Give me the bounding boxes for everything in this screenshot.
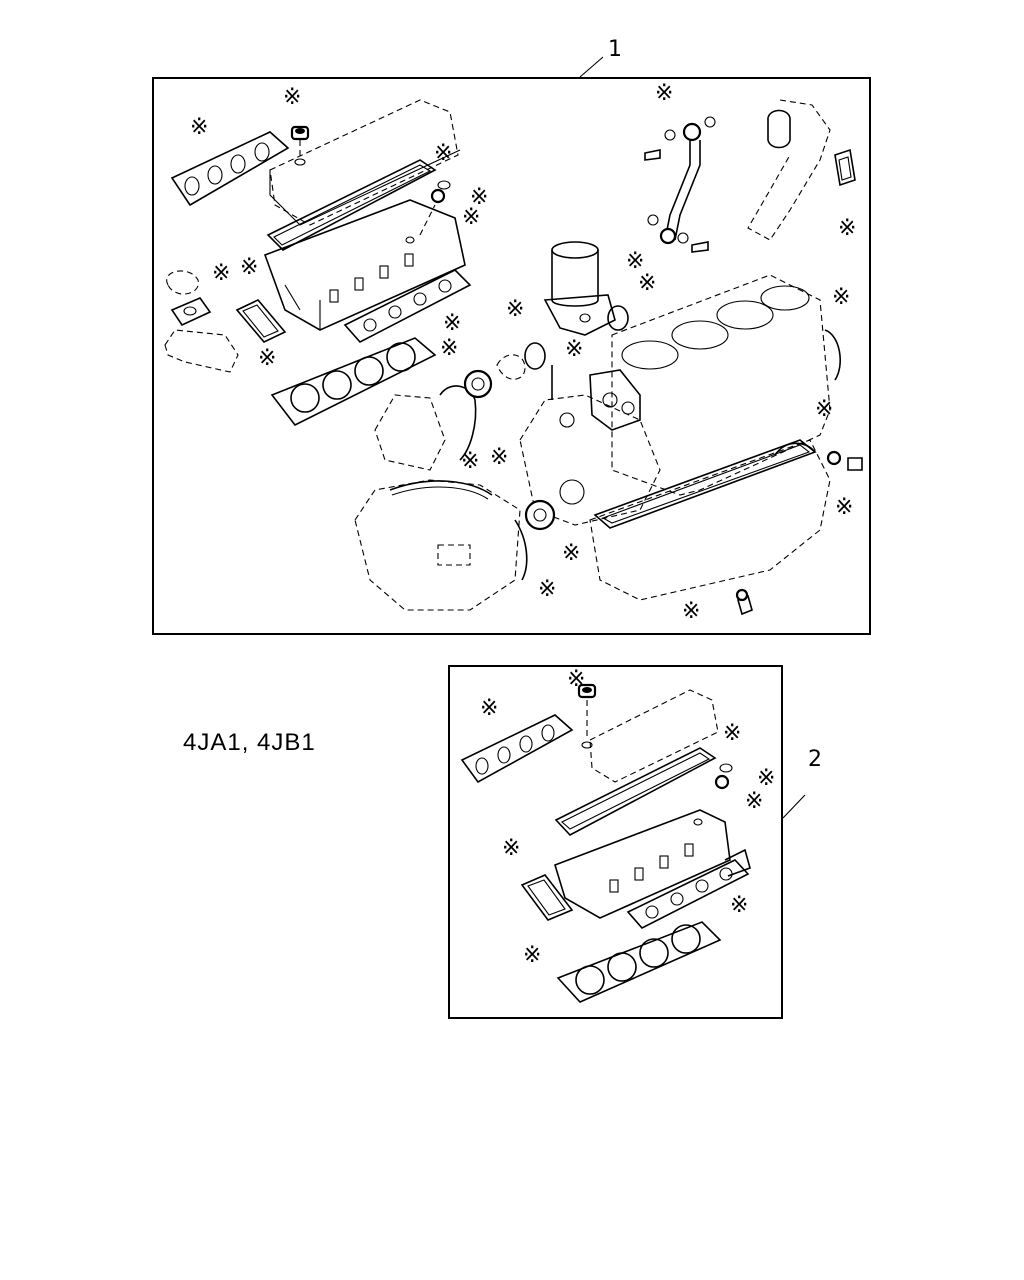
asterisk-mark: ※	[440, 336, 458, 361]
asterisk-mark: ※	[567, 667, 585, 692]
callout-1: 1	[608, 37, 622, 62]
asterisk-mark: ※	[682, 599, 700, 624]
cylinder-block	[611, 274, 841, 496]
rocker-cover-gasket-kit-2	[554, 747, 717, 836]
kit-1-frame: 1	[152, 37, 871, 635]
asterisk-mark: ※	[212, 261, 230, 286]
cylinder-head-kit-2	[554, 809, 751, 919]
asterisk-mark: ※	[523, 943, 541, 968]
asterisk-mark: ※	[462, 205, 480, 230]
rocker-cover-kit-2	[577, 683, 719, 783]
intake-manifold-gasket	[343, 269, 472, 343]
asterisk-mark: ※	[434, 141, 452, 166]
oil-filter	[543, 241, 629, 336]
water-pump-gasket	[235, 299, 287, 343]
asterisk-mark: ※	[757, 766, 775, 791]
asterisk-mark: ※	[502, 836, 520, 861]
asterisk-mark: ※	[190, 115, 208, 140]
rocker-cover	[269, 99, 461, 226]
asterisk-mark: ※	[240, 255, 258, 280]
valve-seal	[430, 180, 451, 204]
asterisk-mark: ※	[490, 445, 508, 470]
asterisk-mark: ※	[538, 577, 556, 602]
asterisk-mark: ※	[626, 249, 644, 274]
intake-pipe	[747, 99, 856, 241]
front-cover	[374, 342, 546, 471]
rocker-cover-gasket	[266, 159, 437, 251]
oil-filler-cap	[290, 125, 310, 141]
cylinder-head	[263, 199, 466, 331]
cylinder-head-gasket-kit-2	[556, 921, 722, 1003]
flywheel-housing	[354, 479, 556, 611]
thermostat-housing	[164, 270, 239, 373]
asterisk-mark: ※	[562, 541, 580, 566]
asterisk-mark: ※	[835, 495, 853, 520]
asterisk-mark: ※	[730, 893, 748, 918]
valve-seal-kit-2	[714, 763, 733, 790]
water-pump-gasket-kit-2	[520, 874, 574, 921]
oil-pipe-assembly	[644, 116, 716, 253]
asterisk-mark: ※	[745, 789, 763, 814]
asterisk-mark: ※	[723, 721, 741, 746]
asterisk-mark: ※	[638, 271, 656, 296]
asterisk-mark: ※	[258, 346, 276, 371]
asterisk-mark: ※	[506, 297, 524, 322]
kit-1-asterisks: ※ ※ ※ ※ ※ ※ ※ ※ ※ ※ ※ ※ ※ ※ ※ ※ ※ ※ ※ ※ …	[190, 81, 856, 624]
callout-2: 2	[808, 747, 822, 772]
engine-model-label: 4JA1, 4JB1	[183, 729, 316, 756]
asterisk-mark: ※	[815, 397, 833, 422]
kit-2-frame: 2	[448, 665, 822, 1019]
intake-manifold-gasket-kit-2	[626, 859, 750, 929]
asterisk-mark: ※	[832, 285, 850, 310]
asterisk-mark: ※	[283, 85, 301, 110]
cylinder-head-gasket	[270, 337, 437, 427]
oil-pan	[589, 439, 863, 616]
asterisk-mark: ※	[838, 216, 856, 241]
asterisk-mark: ※	[480, 696, 498, 721]
asterisk-mark: ※	[565, 337, 583, 362]
asterisk-mark: ※	[655, 81, 673, 106]
asterisk-mark: ※	[470, 185, 488, 210]
asterisk-mark: ※	[443, 311, 461, 336]
exhaust-manifold-gasket-kit-2	[460, 714, 574, 784]
asterisk-mark: ※	[461, 449, 479, 474]
kit-2-asterisks: ※ ※ ※ ※ ※ ※ ※ ※	[480, 667, 775, 968]
exhaust-manifold-gasket	[170, 131, 290, 207]
